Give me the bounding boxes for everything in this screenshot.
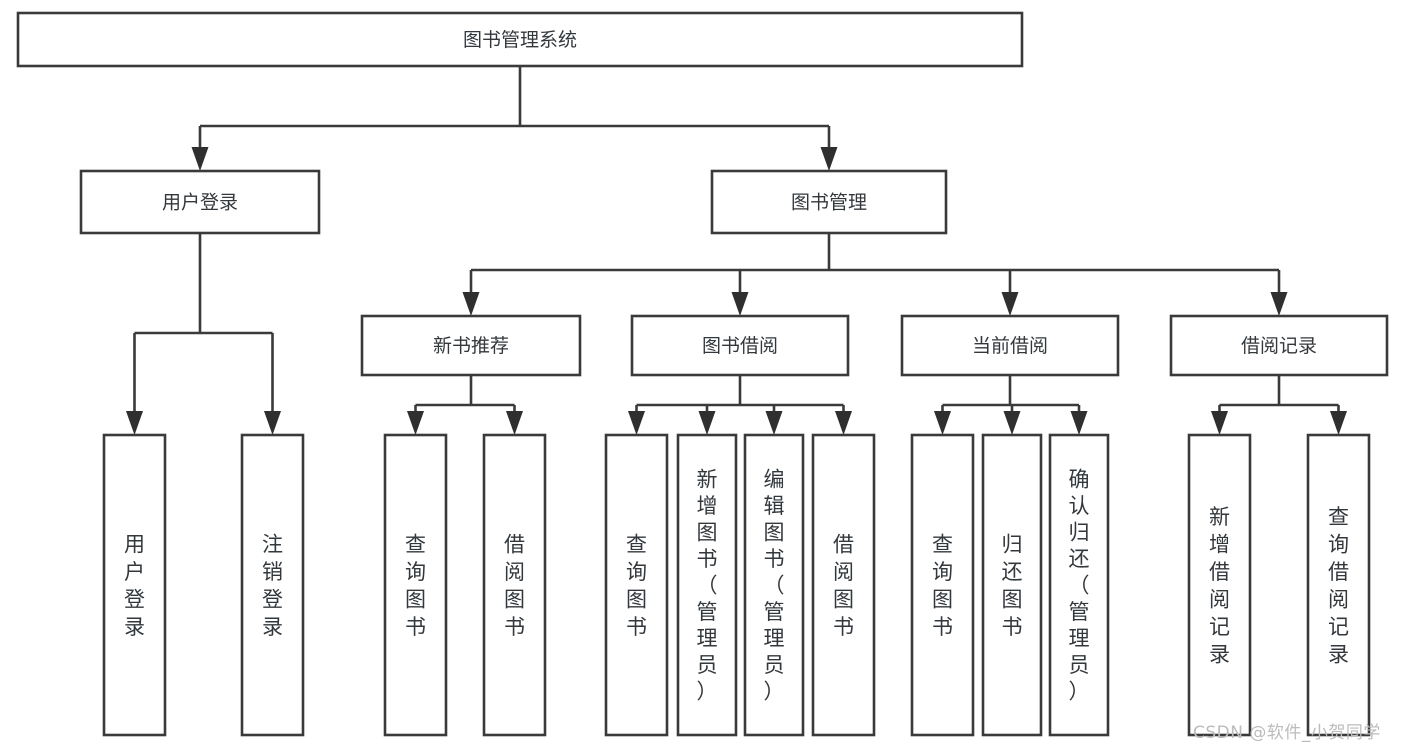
- leaf-link-leaf-query-book-3-arrow: [934, 411, 951, 435]
- leaf-link-leaf-add-book-arrow: [698, 411, 716, 435]
- node-borrow-record-label: 借阅记录: [1241, 335, 1317, 357]
- node-leaf-confirm-return-label: 确认归还（管理员）: [1069, 467, 1090, 703]
- root-to-l1-0-arrow: [191, 147, 209, 171]
- node-current-borrow-label: 当前借阅: [972, 335, 1048, 357]
- node-new-book-recommend-label: 新书推荐: [433, 335, 509, 357]
- node-borrow-record[interactable]: 借阅记录: [1169, 314, 1389, 377]
- node-leaf-borrow-book-1-label: 借阅图书: [504, 532, 525, 639]
- node-leaf-query-book-3[interactable]: 查询图书: [910, 433, 975, 737]
- leaf-link-leaf-query-record-arrow: [1330, 411, 1347, 435]
- node-user-login[interactable]: 用户登录: [79, 169, 321, 235]
- node-leaf-user-login-label: 用户登录: [124, 532, 145, 639]
- l1-to-l2-2-arrow: [1001, 292, 1019, 316]
- node-leaf-query-book-1-rect[interactable]: [383, 433, 448, 737]
- node-leaf-return-book[interactable]: 归还图书: [981, 433, 1043, 737]
- node-book-management-label: 图书管理: [791, 192, 867, 214]
- node-leaf-logout-rect[interactable]: [240, 433, 305, 737]
- l1-to-l2-1-arrow: [731, 292, 749, 316]
- node-leaf-confirm-return-rect[interactable]: [1048, 433, 1110, 737]
- node-leaf-query-book-2-rect[interactable]: [604, 433, 669, 737]
- node-root-rect[interactable]: [16, 11, 1024, 68]
- leaf-link-leaf-logout-arrow: [264, 411, 281, 435]
- node-new-book-recommend-rect[interactable]: [360, 314, 582, 377]
- node-leaf-add-record[interactable]: 新增借阅记录: [1187, 433, 1252, 737]
- leaf-link-leaf-add-record-arrow: [1211, 411, 1228, 435]
- node-new-book-recommend[interactable]: 新书推荐: [360, 314, 582, 377]
- node-borrow-record-rect[interactable]: [1169, 314, 1389, 377]
- node-leaf-query-book-2[interactable]: 查询图书: [604, 433, 669, 737]
- l1-to-l2-3-arrow: [1270, 292, 1288, 316]
- leaf-link-leaf-edit-book-arrow: [765, 411, 783, 435]
- leaf-link-leaf-user-login-arrow: [126, 411, 143, 435]
- node-leaf-edit-book[interactable]: 编辑图书（管理员）: [743, 433, 805, 737]
- node-leaf-query-record[interactable]: 查询借阅记录: [1306, 433, 1371, 737]
- node-leaf-edit-book-label: 编辑图书（管理员）: [764, 467, 785, 703]
- node-leaf-borrow-book-1[interactable]: 借阅图书: [482, 433, 547, 737]
- node-leaf-query-book-3-label: 查询图书: [932, 532, 953, 639]
- node-leaf-logout[interactable]: 注销登录: [240, 433, 305, 737]
- node-leaf-add-book-label: 新增图书（管理员）: [697, 467, 718, 703]
- node-leaf-borrow-book-2[interactable]: 借阅图书: [811, 433, 876, 737]
- leaf-link-leaf-return-book-arrow: [1003, 411, 1021, 435]
- node-root-label: 图书管理系统: [463, 29, 577, 51]
- node-leaf-return-book-rect[interactable]: [981, 433, 1043, 737]
- node-leaf-query-book-3-rect[interactable]: [910, 433, 975, 737]
- node-leaf-add-record-label: 新增借阅记录: [1209, 505, 1230, 667]
- node-leaf-query-book-1[interactable]: 查询图书: [383, 433, 448, 737]
- node-book-borrow-label: 图书借阅: [702, 335, 778, 357]
- leaf-link-leaf-confirm-return-arrow: [1070, 411, 1088, 435]
- node-root[interactable]: 图书管理系统: [16, 11, 1024, 68]
- leaf-link-leaf-borrow-book-2-arrow: [835, 411, 852, 435]
- l1-to-l2-0-arrow: [462, 292, 480, 316]
- node-leaf-query-record-label: 查询借阅记录: [1328, 505, 1349, 667]
- node-leaf-return-book-label: 归还图书: [1002, 532, 1023, 639]
- node-leaf-logout-label: 注销登录: [262, 532, 283, 639]
- node-leaf-query-record-rect[interactable]: [1306, 433, 1371, 737]
- node-current-borrow-rect[interactable]: [900, 314, 1120, 377]
- node-leaf-borrow-book-1-rect[interactable]: [482, 433, 547, 737]
- node-leaf-user-login[interactable]: 用户登录: [102, 433, 167, 737]
- leaf-link-leaf-query-book-1-arrow: [407, 411, 424, 435]
- node-leaf-edit-book-rect[interactable]: [743, 433, 805, 737]
- node-user-login-label: 用户登录: [162, 192, 238, 214]
- node-book-management-rect[interactable]: [710, 169, 948, 235]
- leaf-link-leaf-borrow-book-1-arrow: [506, 411, 523, 435]
- node-leaf-borrow-book-2-rect[interactable]: [811, 433, 876, 737]
- node-current-borrow[interactable]: 当前借阅: [900, 314, 1120, 377]
- node-leaf-confirm-return[interactable]: 确认归还（管理员）: [1048, 433, 1110, 737]
- node-leaf-query-book-2-label: 查询图书: [626, 532, 647, 639]
- node-book-borrow[interactable]: 图书借阅: [630, 314, 850, 377]
- node-leaf-user-login-rect[interactable]: [102, 433, 167, 737]
- node-leaf-add-book-rect[interactable]: [676, 433, 738, 737]
- leaf-link-leaf-query-book-2-arrow: [628, 411, 645, 435]
- node-leaf-query-book-1-label: 查询图书: [405, 532, 426, 639]
- node-leaf-borrow-book-2-label: 借阅图书: [833, 532, 854, 639]
- node-book-management[interactable]: 图书管理: [710, 169, 948, 235]
- root-to-l1-1-arrow: [820, 147, 838, 171]
- node-book-borrow-rect[interactable]: [630, 314, 850, 377]
- node-leaf-add-record-rect[interactable]: [1187, 433, 1252, 737]
- node-leaf-add-book[interactable]: 新增图书（管理员）: [676, 433, 738, 737]
